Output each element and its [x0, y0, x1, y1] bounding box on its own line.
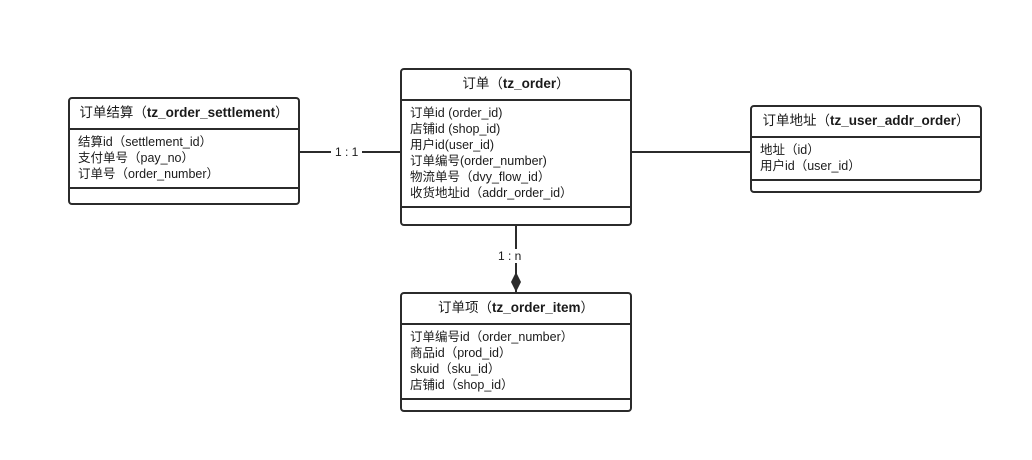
- attribute-row: 结算id（settlement_id）: [78, 134, 213, 149]
- attribute-row: 订单编号id（order_number）: [410, 329, 574, 344]
- attribute-row: 订单编号(order_number): [410, 153, 547, 168]
- attribute-row: 店铺id（shop_id）: [410, 377, 514, 392]
- attribute-row: 订单号（order_number）: [78, 166, 220, 181]
- edge-order-address: [631, 151, 751, 153]
- entity-footer-user-addr-order: [752, 181, 980, 203]
- entity-order[interactable]: 订单（tz_order） 订单id (order_id) 店铺id (shop_…: [400, 68, 632, 226]
- entity-name-cn: 订单: [462, 76, 490, 91]
- entity-footer-order: [402, 208, 630, 230]
- paren-close: ）: [956, 113, 970, 128]
- entity-attrs-order-settlement: 结算id（settlement_id） 支付单号（pay_no） 订单号（ord…: [70, 130, 298, 189]
- entity-attrs-order: 订单id (order_id) 店铺id (shop_id) 用户id(user…: [402, 101, 630, 208]
- entity-order-item[interactable]: 订单项（tz_order_item） 订单编号id（order_number） …: [400, 292, 632, 412]
- entity-title-order-item: 订单项（tz_order_item）: [402, 294, 630, 325]
- paren-close: ）: [556, 76, 570, 91]
- attribute-row: 店铺id (shop_id): [410, 121, 501, 136]
- entity-table-name: tz_order_item: [491, 300, 581, 315]
- edge-label-settlement-order: 1 : 1: [331, 145, 363, 159]
- entity-footer-order-item: [402, 400, 630, 422]
- entity-table-name: tz_user_addr_order: [829, 113, 957, 128]
- paren-open: （: [478, 300, 492, 315]
- entity-name-cn: 订单地址: [762, 113, 817, 128]
- entity-title-order-settlement: 订单结算（tz_order_settlement）: [70, 99, 298, 130]
- attribute-row: 物流单号（dvy_flow_id）: [410, 169, 551, 184]
- attribute-row: 支付单号（pay_no）: [78, 150, 195, 165]
- entity-title-user-addr-order: 订单地址（tz_user_addr_order）: [752, 107, 980, 138]
- entity-user-addr-order[interactable]: 订单地址（tz_user_addr_order） 地址（id） 用户id（use…: [750, 105, 982, 193]
- attribute-row: skuid（sku_id）: [410, 361, 501, 376]
- entity-footer-order-settlement: [70, 189, 298, 211]
- entity-attrs-order-item: 订单编号id（order_number） 商品id（prod_id） skuid…: [402, 325, 630, 400]
- entity-table-name: tz_order: [502, 76, 557, 91]
- paren-close: ）: [580, 300, 595, 315]
- attribute-row: 地址（id）: [760, 142, 820, 157]
- attribute-row: 商品id（prod_id）: [410, 345, 512, 360]
- entity-order-settlement[interactable]: 订单结算（tz_order_settlement） 结算id（settlemen…: [68, 97, 300, 205]
- entity-table-name: tz_order_settlement: [146, 105, 276, 120]
- entity-title-order: 订单（tz_order）: [402, 70, 630, 101]
- edge-label-order-orderitem: 1 : n: [494, 249, 526, 263]
- attribute-row: 用户id（user_id）: [760, 158, 861, 173]
- attribute-row: 收货地址id（addr_order_id）: [410, 185, 573, 200]
- entity-name-cn: 订单项: [437, 300, 479, 315]
- composition-diamond-icon: [511, 272, 521, 292]
- entity-name-cn: 订单结算: [79, 105, 134, 120]
- paren-open: （: [133, 105, 147, 120]
- entity-attrs-user-addr-order: 地址（id） 用户id（user_id）: [752, 138, 980, 181]
- paren-open: （: [489, 76, 503, 91]
- paren-open: （: [816, 113, 830, 128]
- paren-close: ）: [275, 105, 289, 120]
- attribute-row: 订单id (order_id): [410, 105, 503, 120]
- attribute-row: 用户id(user_id): [410, 137, 495, 152]
